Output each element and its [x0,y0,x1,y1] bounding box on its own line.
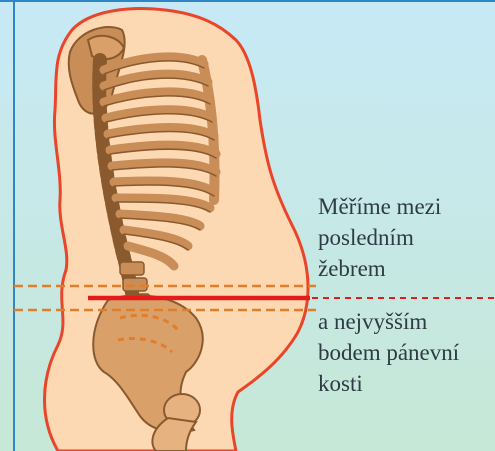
caption-line: a nejvyšším [318,306,459,337]
caption-line: bodem pánevní [318,337,459,368]
caption-line: posledním [318,222,441,253]
vertebra [120,262,144,275]
vertebra [123,278,147,291]
caption-line: kosti [318,368,459,399]
caption-line: Měříme mezi [318,191,441,222]
caption-top: Měříme mezi posledním žebrem [318,191,441,284]
caption-line: žebrem [318,253,441,284]
caption-bottom: a nejvyšším bodem pánevní kosti [318,306,459,399]
